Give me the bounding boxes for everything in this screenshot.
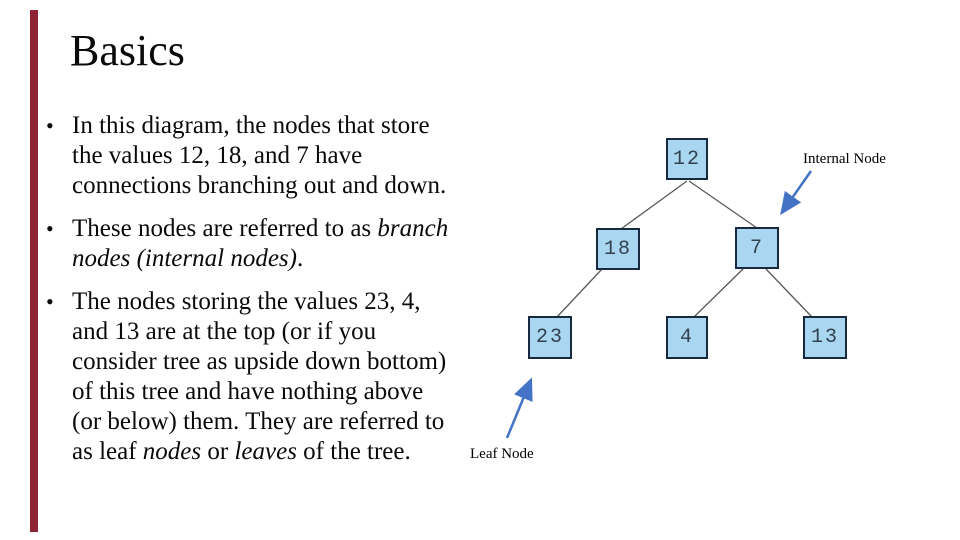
node-value: 13 — [810, 326, 839, 349]
tree-node-4: 4 — [666, 316, 708, 359]
edge-12-18 — [620, 180, 688, 230]
bullet-icon: • — [46, 113, 54, 138]
tree-node-13: 13 — [803, 316, 847, 359]
node-value: 7 — [749, 236, 764, 260]
node-value: 4 — [679, 326, 694, 349]
internal-node-label: Internal Node — [803, 151, 886, 167]
bullet-item: • The nodes storing the values 23, 4,and… — [46, 287, 506, 467]
tree-node-18: 18 — [596, 228, 640, 270]
tree-node-12: 12 — [666, 138, 708, 180]
node-value: 23 — [535, 326, 564, 349]
bullet-icon: • — [46, 216, 54, 241]
internal-node-arrow-icon — [780, 170, 813, 216]
node-value: 12 — [672, 147, 701, 171]
page-title: Basics — [70, 26, 185, 75]
bullet-icon: • — [46, 289, 54, 314]
tree-node-23: 23 — [528, 316, 572, 359]
accent-stripe — [30, 10, 38, 532]
edge-7-4 — [693, 268, 744, 318]
tree-node-7: 7 — [735, 227, 779, 269]
edge-7-13 — [765, 268, 813, 318]
edge-12-7 — [688, 180, 758, 229]
leaf-node-arrow-icon — [505, 377, 533, 439]
node-value: 18 — [603, 237, 632, 261]
edge-18-23 — [556, 268, 603, 318]
bullet-text: The nodes storing the values 23, 4,and 1… — [72, 288, 447, 465]
